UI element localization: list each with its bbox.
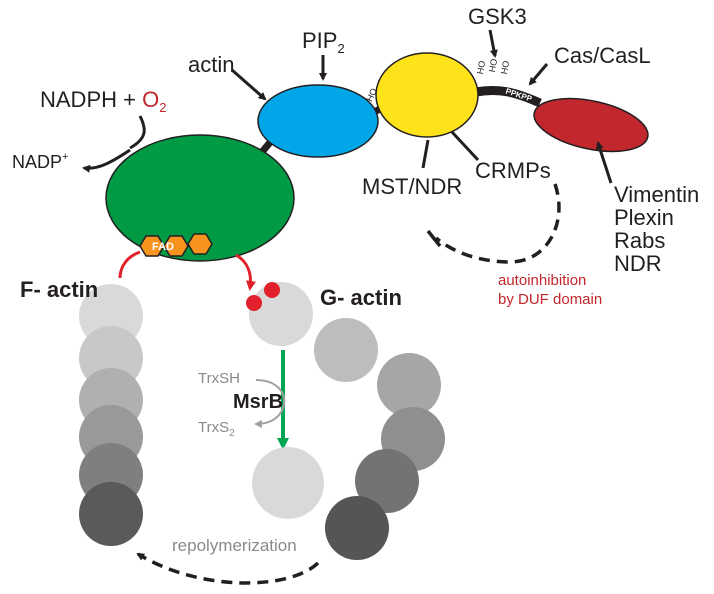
repolymerization-arrow — [136, 552, 320, 585]
rabs-label: Rabs — [614, 228, 665, 253]
autoinhibition-label-1: autoinhibition — [498, 272, 586, 289]
crmps-line — [450, 130, 480, 162]
ch-domain — [105, 134, 295, 262]
g-actin-monomer — [249, 282, 313, 346]
crmps-label: CRMPs — [475, 158, 551, 183]
mst-line — [421, 139, 430, 169]
vimentin-arrow — [596, 141, 613, 184]
fad-cofactor — [139, 233, 213, 257]
nadp-curve-arrow — [82, 148, 131, 173]
nadph-label: NADPH + O2 — [40, 87, 166, 115]
ho-label-2: HO — [475, 60, 487, 75]
pip2-label: PIP2 — [302, 28, 345, 56]
cas-label: Cas/CasL — [554, 43, 651, 68]
f-actin-subunit — [79, 482, 143, 546]
actin-label: actin — [188, 52, 234, 77]
actin-arrow — [231, 68, 267, 101]
linker-lim-cterm — [475, 86, 542, 108]
autoinhibition-arc — [434, 183, 561, 264]
ho-label-3: HO — [487, 58, 499, 73]
c-terminal-domain — [533, 97, 649, 153]
f-actin-label: F- actin — [20, 277, 98, 302]
oxidation-dot — [264, 282, 280, 298]
nadph-curve — [129, 115, 146, 150]
actin-subunit — [325, 496, 389, 560]
ppkpp-label: PPKPP — [504, 87, 533, 104]
cas-arrow — [528, 63, 549, 86]
plexin-label: Plexin — [614, 205, 674, 230]
fad-label: FAD — [152, 241, 174, 253]
lim-domain — [375, 52, 479, 138]
ox-arrow-left — [118, 250, 141, 279]
actin-subunit — [355, 449, 419, 513]
actin-subunit — [377, 353, 441, 417]
actin-binding-domain — [257, 84, 379, 158]
trxs2-label: TrxS2 — [198, 419, 235, 439]
gsk3-label: GSK3 — [468, 4, 527, 29]
msrb-label: MsrB — [233, 391, 283, 413]
g-actin-label: G- actin — [320, 285, 402, 310]
reduced-g-actin — [252, 447, 324, 519]
vimentin-label: Vimentin — [614, 182, 699, 207]
gsk3-arrow — [488, 29, 498, 58]
ox-arrow-right — [235, 253, 256, 291]
mst-label: MST/NDR — [362, 174, 462, 199]
autoinhibition-label-2: by DUF domain — [498, 291, 602, 308]
ho-label-4: HO — [499, 60, 511, 75]
trxsh-label: TrxSH — [198, 370, 240, 387]
repolymerization-label: repolymerization — [172, 536, 297, 555]
nadp-label: NADP+ — [12, 151, 68, 172]
actin-subunit — [314, 318, 378, 382]
oxidation-dot — [246, 295, 262, 311]
autoinhibition-bar — [426, 229, 442, 248]
trx-curve — [254, 379, 286, 428]
ndr-label: NDR — [614, 251, 662, 276]
